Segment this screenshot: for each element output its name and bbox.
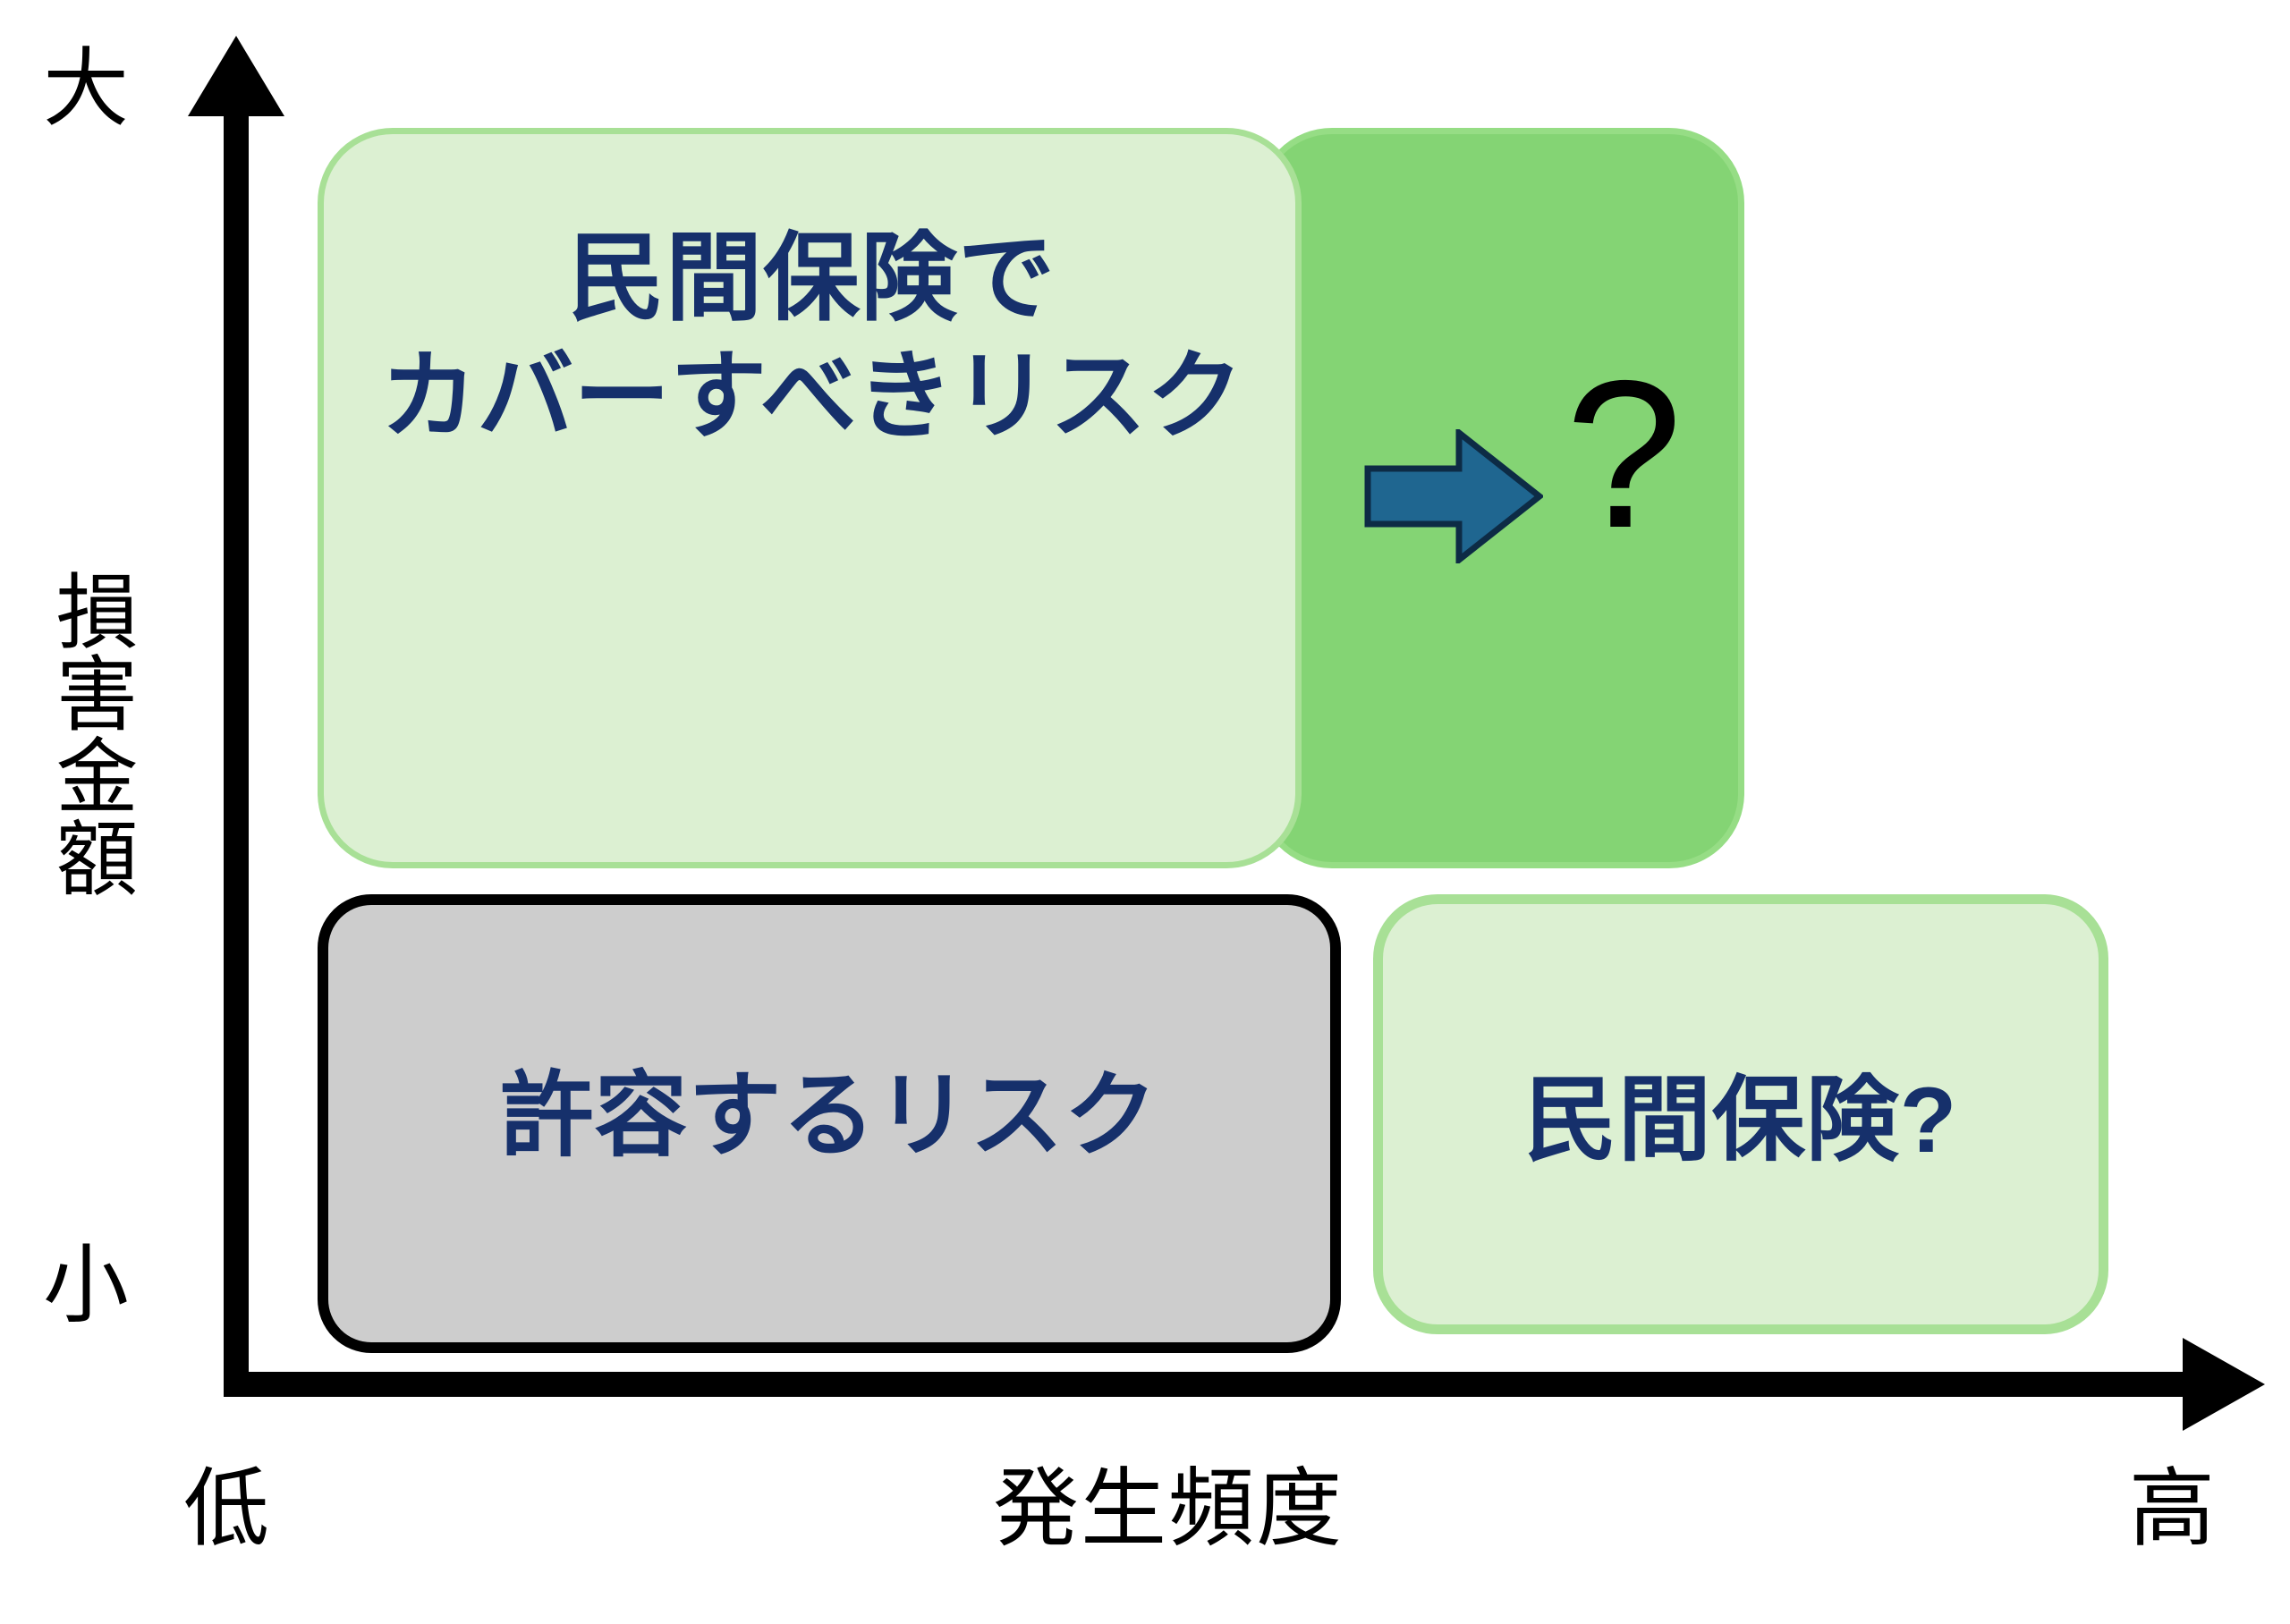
quadrant-acceptable-risk-label: 許容するリスク — [500, 1064, 1158, 1168]
x-axis-right-label: 高 — [2129, 1461, 2215, 1557]
quadrant-acceptable-risk[interactable] — [318, 894, 1341, 1353]
quadrant-cover-label-line1: 民間保険で — [567, 224, 1056, 332]
y-axis-arrowhead — [188, 36, 284, 116]
arrow-right-icon — [1364, 429, 1543, 563]
quadrant-private-insurance-question-label: 民間保険? — [1523, 1069, 1958, 1172]
quadrant-cover-label: 民間保険で カバーすべきリスク — [322, 219, 1302, 455]
y-axis-top-label: 大 — [43, 41, 129, 137]
quadrant-unknown-question-mark: ? — [1565, 336, 1683, 571]
x-axis-title: 発生頻度 — [993, 1461, 1344, 1557]
x-axis-shaft — [224, 1372, 2218, 1397]
quadrant-private-insurance-question[interactable] — [1373, 894, 2108, 1334]
quadrant-private-insurance-coverage[interactable] — [318, 128, 1302, 868]
x-axis-left-label: 低 — [183, 1461, 269, 1557]
x-axis-arrowhead — [2183, 1338, 2265, 1431]
y-axis-title: 損害金額 — [44, 569, 135, 898]
y-axis-bottom-label: 小 — [43, 1238, 129, 1333]
quadrant-cover-label-line2: カバーすべきリスク — [380, 341, 1243, 450]
y-axis-shaft — [224, 100, 249, 1397]
